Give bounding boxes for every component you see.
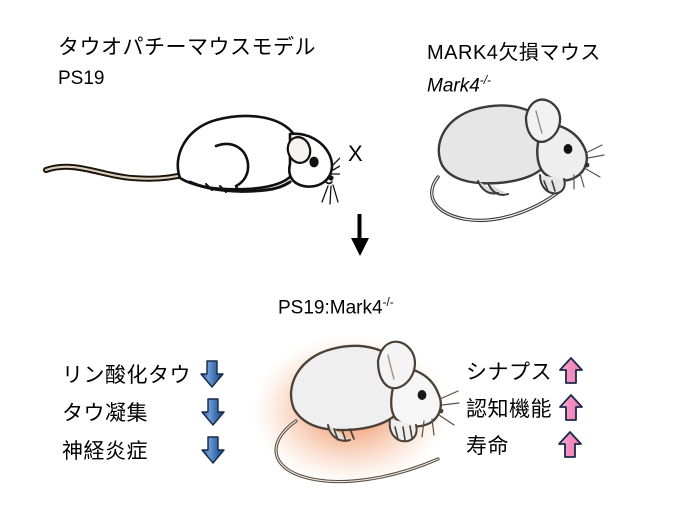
- outcome-label: リン酸化タウ: [62, 364, 191, 387]
- parent-right-strain-label: MARK4欠損マウス: [427, 42, 601, 64]
- parent-right-mouse-illustration: [430, 98, 605, 223]
- parent-left-mouse-illustration: [43, 114, 340, 205]
- outcome-label: タウ凝集: [62, 402, 148, 425]
- offspring-genotype-superscript: -/-: [382, 296, 394, 309]
- up-arrow-icon: [553, 430, 587, 459]
- outcome-label: 神経炎症: [62, 440, 148, 463]
- parent-left-strain-code: PS19: [58, 68, 105, 89]
- up-arrow-icon: [554, 393, 588, 422]
- offspring-mouse-illustration: [274, 340, 460, 484]
- outcome-row: リン酸化タウ: [62, 355, 230, 393]
- outcome-label: 認知機能: [466, 397, 552, 421]
- outcome-row: 認知機能: [466, 389, 588, 426]
- offspring-genotype-label: PS19:Mark4-/-: [278, 296, 394, 319]
- outcome-row: タウ凝集: [62, 393, 230, 431]
- outcome-label: 寿命: [466, 434, 509, 458]
- parent-left-strain-label: タウオパチーマウスモデル: [58, 36, 316, 59]
- parent-right-gene-name: Mark4: [427, 75, 480, 97]
- increased-outcomes-list: シナプス 認知機能: [466, 352, 588, 463]
- cross-symbol: X: [348, 141, 363, 166]
- outcome-label: シナプス: [466, 360, 552, 384]
- down-arrow-icon: [196, 435, 230, 465]
- parent-right-genotype: Mark4-/-: [427, 74, 491, 97]
- generation-arrow: [351, 214, 369, 256]
- up-arrow-icon: [554, 356, 588, 385]
- down-arrow-icon: [196, 397, 230, 427]
- outcome-row: 寿命: [466, 426, 588, 463]
- outcome-row: シナプス: [466, 352, 588, 389]
- outcome-row: 神経炎症: [62, 431, 230, 469]
- decreased-outcomes-list: リン酸化タウ タウ凝集: [62, 355, 230, 469]
- parent-right-gene-superscript: -/-: [479, 74, 491, 87]
- down-arrow-icon: [195, 359, 229, 389]
- offspring-genotype-main: PS19:Mark4: [278, 297, 383, 319]
